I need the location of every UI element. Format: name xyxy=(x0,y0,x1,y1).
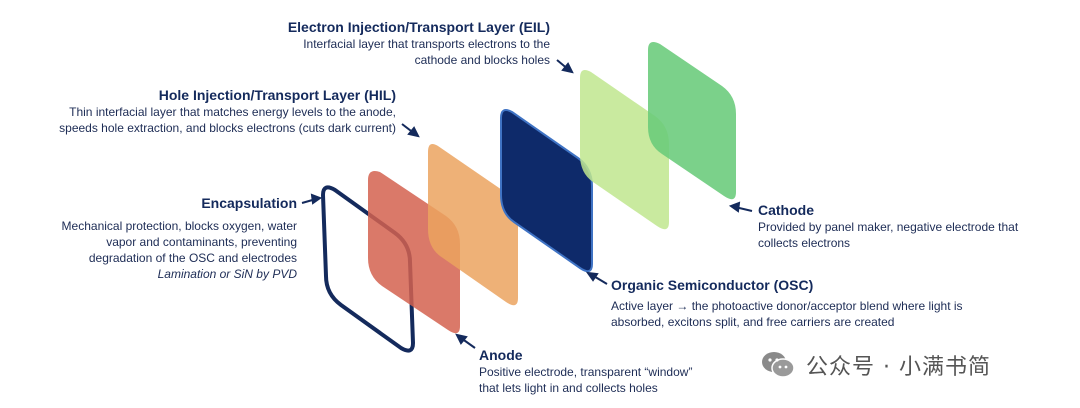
cathode-desc-line-2: collects electrons xyxy=(758,236,851,250)
encapsulation-label: Encapsulation Mechanical protection, blo… xyxy=(0,194,297,282)
hil-desc-line-1: Thin interfacial layer that matches ener… xyxy=(69,105,396,119)
osc-label: Organic Semiconductor (OSC) Active layer… xyxy=(611,276,1051,330)
cathode-label: Cathode Provided by panel maker, negativ… xyxy=(758,201,1073,251)
osc-title: Organic Semiconductor (OSC) xyxy=(611,277,814,293)
osc-desc-line-1: Active layer → the photoactive donor/acc… xyxy=(611,299,963,313)
wechat-icon xyxy=(762,352,795,378)
hil-desc-line-2: speeds hole extraction, and blocks elect… xyxy=(59,121,396,135)
encapsulation-desc-line-3: degradation of the OSC and electrodes xyxy=(88,251,297,265)
anode-desc-line-2: that lets light in and collects holes xyxy=(479,381,658,395)
eil-layer xyxy=(580,70,669,230)
cathode-title: Cathode xyxy=(758,202,814,218)
watermark-text: 公众号 · 小满书简 xyxy=(806,355,991,380)
cathode-desc-line-1: Provided by panel maker, negative electr… xyxy=(758,220,1019,234)
osc-desc-line-2: absorbed, excitons split, and free carri… xyxy=(611,315,895,329)
watermark: 公众号 · 小满书简 xyxy=(760,345,1060,385)
eil-desc-line-1: Interfacial layer that transports electr… xyxy=(303,37,550,51)
anode-title: Anode xyxy=(479,347,523,363)
hil-label: Hole Injection/Transport Layer (HIL) Thi… xyxy=(0,86,396,136)
hil-layer xyxy=(428,144,518,306)
encapsulation-title: Encapsulation xyxy=(201,195,297,211)
cathode-arrowhead xyxy=(728,201,741,213)
anode-arrowhead xyxy=(455,333,468,345)
anode-label: Anode Positive electrode, transparent “w… xyxy=(479,346,749,396)
eil-title: Electron Injection/Transport Layer (EIL) xyxy=(287,19,550,35)
hil-title: Hole Injection/Transport Layer (HIL) xyxy=(158,87,396,103)
anode-desc-line-1: Positive electrode, transparent “window” xyxy=(479,365,693,379)
encapsulation-note: Lamination or SiN by PVD xyxy=(157,267,297,281)
osc-arrowhead xyxy=(585,271,599,282)
eil-label: Electron Injection/Transport Layer (EIL)… xyxy=(230,18,550,68)
hil-arrowhead xyxy=(407,126,420,138)
encapsulation-arrowhead xyxy=(310,193,323,205)
eil-arrowhead xyxy=(561,62,574,74)
encapsulation-desc-line-1: Mechanical protection, blocks oxygen, wa… xyxy=(61,219,297,233)
cathode-layer xyxy=(648,42,736,200)
eil-desc-line-2: cathode and blocks holes xyxy=(414,53,550,67)
encapsulation-desc-line-2: vapor and contaminants, preventing xyxy=(106,235,297,249)
